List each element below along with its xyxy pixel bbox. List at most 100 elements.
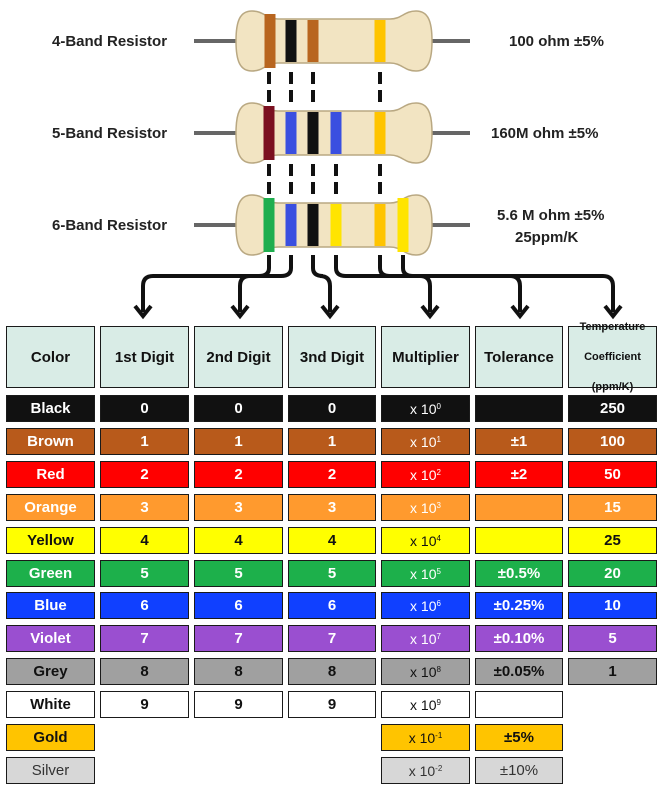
multiplier-exponent: 8: [436, 665, 441, 674]
cell-grey-tol: ±0.05%: [475, 658, 563, 685]
cell-brown-name: Brown: [6, 428, 95, 455]
color-band: [307, 112, 319, 154]
header-tol: Tolerance: [475, 326, 563, 388]
resistor-value: 5.6 M ohm ±5%: [497, 207, 604, 224]
header-temp3: (ppm/K): [591, 380, 634, 393]
multiplier-base: x 10: [410, 597, 437, 614]
cell-red-temp: 50: [568, 461, 657, 488]
cell-red-name: Red: [6, 461, 95, 488]
multiplier-base: x 10: [410, 630, 437, 647]
resistor-label: 5-Band Resistor: [52, 125, 167, 142]
multiplier-base: x 10: [410, 433, 437, 450]
multiplier-exponent: 0: [436, 402, 441, 411]
cell-orange-temp: 15: [568, 494, 657, 521]
arrowhead: [603, 304, 623, 320]
cell-yellow-d1: 4: [100, 527, 189, 554]
cell-blue-tol: ±0.25%: [475, 592, 563, 619]
cell-green-tol: ±0.5%: [475, 560, 563, 587]
multiplier-base: x 10: [410, 565, 437, 582]
cell-violet-temp: 5: [568, 625, 657, 652]
cell-blue-d1: 6: [100, 592, 189, 619]
cell-yellow-name: Yellow: [6, 527, 95, 554]
cell-black-d2: 0: [194, 395, 283, 422]
header-temp2: Coefficient: [584, 350, 641, 363]
multiplier-exponent: 2: [436, 468, 441, 477]
cell-orange-tol: [475, 494, 563, 521]
multiplier-base: x 10: [410, 663, 437, 680]
cell-red-d3: 2: [288, 461, 376, 488]
cell-brown-d2: 1: [194, 428, 283, 455]
cell-yellow-d3: 4: [288, 527, 376, 554]
header-d2: 2nd Digit: [194, 326, 283, 388]
cell-grey-temp: 1: [568, 658, 657, 685]
cell-silver-mult: x 10-2: [381, 757, 470, 784]
resistor-label: 4-Band Resistor: [52, 33, 167, 50]
cell-violet-d2: 7: [194, 625, 283, 652]
color-band: [374, 204, 386, 246]
cell-violet-d1: 7: [100, 625, 189, 652]
header-temp1: Temperature: [579, 320, 646, 333]
cell-red-d1: 2: [100, 461, 189, 488]
header-color: Color: [6, 326, 95, 388]
band-arrow: [311, 255, 332, 312]
cell-silver-tol: ±10%: [475, 757, 563, 784]
color-band: [285, 204, 297, 246]
cell-violet-d3: 7: [288, 625, 376, 652]
header-mult: Multiplier: [381, 326, 470, 388]
cell-gold-mult: x 10-1: [381, 724, 470, 751]
multiplier-base: x 10: [408, 729, 436, 746]
multiplier-exponent: 6: [436, 599, 441, 608]
cell-green-temp: 20: [568, 560, 657, 587]
multiplier-exponent: 9: [436, 698, 441, 707]
color-band: [307, 204, 319, 246]
multiplier-exponent: 1: [436, 435, 441, 444]
cell-blue-d3: 6: [288, 592, 376, 619]
color-band: [285, 20, 297, 62]
cell-black-d3: 0: [288, 395, 376, 422]
band-arrow: [401, 255, 615, 312]
multiplier-base: x 10: [410, 466, 437, 483]
cell-orange-name: Orange: [6, 494, 95, 521]
header-d3: 3nd Digit: [288, 326, 376, 388]
color-band: [307, 20, 319, 62]
cell-silver-name: Silver: [6, 757, 95, 784]
multiplier-exponent: -2: [435, 764, 443, 773]
cell-yellow-d2: 4: [194, 527, 283, 554]
resistor-value: 160M ohm ±5%: [491, 125, 598, 142]
cell-white-name: White: [6, 691, 95, 718]
cell-gold-tol: ±5%: [475, 724, 563, 751]
arrowhead: [510, 304, 530, 320]
arrowhead: [420, 304, 440, 320]
color-band: [374, 112, 386, 154]
cell-blue-temp: 10: [568, 592, 657, 619]
cell-gold-name: Gold: [6, 724, 95, 751]
color-band: [264, 14, 276, 68]
color-band: [263, 198, 275, 252]
cell-black-d1: 0: [100, 395, 189, 422]
cell-grey-name: Grey: [6, 658, 95, 685]
cell-red-tol: ±2: [475, 461, 563, 488]
color-band: [330, 112, 342, 154]
cell-blue-name: Blue: [6, 592, 95, 619]
multiplier-base: x 10: [410, 499, 437, 516]
band-arrow: [334, 255, 432, 312]
multiplier-base: x 10: [410, 532, 437, 549]
multiplier-exponent: 3: [436, 501, 441, 510]
cell-green-name: Green: [6, 560, 95, 587]
multiplier-base: x 10: [408, 762, 436, 779]
resistor-2: 5-Band Resistor 160M ohm ±5%: [52, 102, 598, 164]
multiplier-exponent: 7: [436, 632, 441, 641]
cell-white-d3: 9: [288, 691, 376, 718]
multiplier-exponent: 5: [436, 567, 441, 576]
cell-violet-name: Violet: [6, 625, 95, 652]
